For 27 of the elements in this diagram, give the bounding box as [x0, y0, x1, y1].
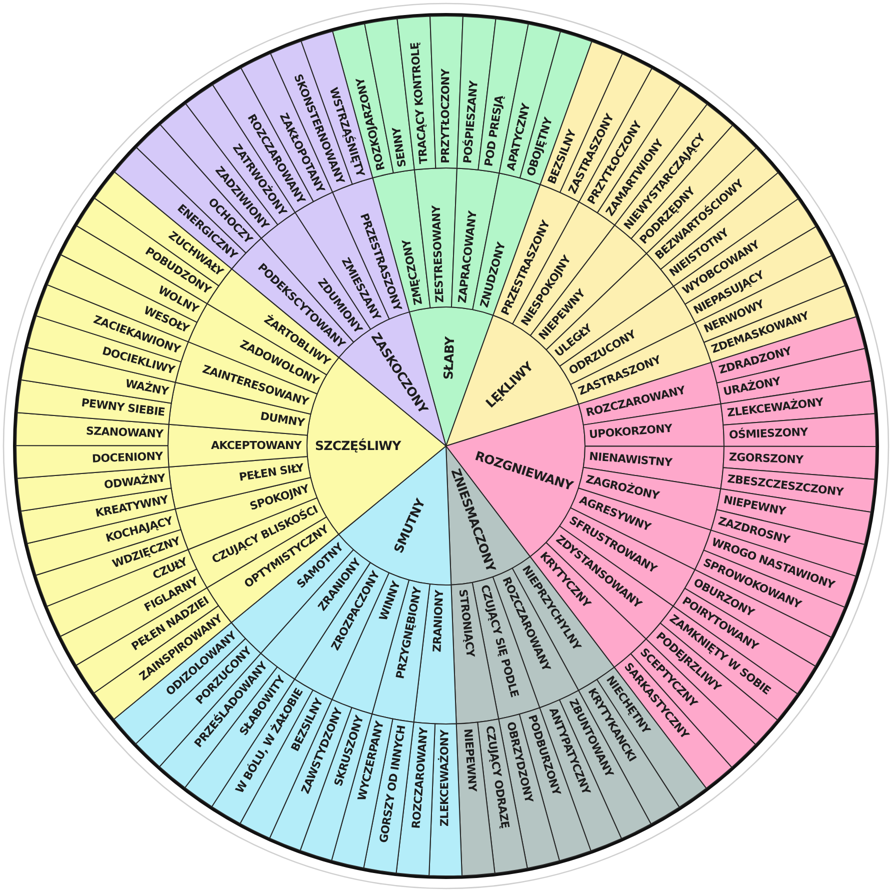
emotion-label: SENNY: [390, 126, 410, 168]
emotion-label: POŚPIESZANY: [460, 80, 482, 164]
emotion-label: PRZYTŁOCZONY: [439, 68, 454, 164]
core-emotion-label: SZCZĘŚLIWY: [315, 438, 401, 454]
core-emotion-label: SŁABY: [440, 336, 458, 380]
emotion-label: ROZCZAROWANY: [409, 728, 432, 830]
emotion-label: POD PRESJĄ: [482, 95, 507, 168]
emotion-label: PEWNY SIEBIE: [80, 396, 166, 420]
emotion-label: DUMNY: [259, 410, 306, 432]
emotion-label: NIENAWISTNY: [589, 450, 673, 471]
emotion-label: URAŻONY: [722, 374, 782, 398]
emotion-label: ODWAŻNY: [103, 471, 166, 492]
emotion-label: AKCEPTOWANY: [211, 438, 302, 454]
emotion-label: PEŁEN SIŁY: [238, 460, 305, 484]
emotion-label: ZAPRACOWANY: [456, 210, 480, 304]
emotion-label: STRONIĄCY: [456, 588, 478, 658]
emotion-label: WAŻNY: [124, 376, 170, 398]
emotion-label: ZESTRESOWANY: [430, 204, 448, 303]
emotion-label: SZANOWANY: [86, 424, 164, 442]
emotion-label: ZGORSZONY: [728, 450, 804, 468]
emotion-label: ZLEKCEWAŻONY: [438, 729, 452, 826]
emotion-label: NIEPEWNY: [460, 728, 480, 792]
emotion-label: OŚMIESZONY: [728, 426, 808, 443]
emotion-label: ZRANIONY: [430, 590, 448, 652]
emotion-label: DOCENIONY: [92, 450, 164, 466]
emotion-label: UPOKORZONY: [589, 422, 674, 442]
emotion-label: TRACĄCY KONTROLĘ: [408, 42, 432, 164]
